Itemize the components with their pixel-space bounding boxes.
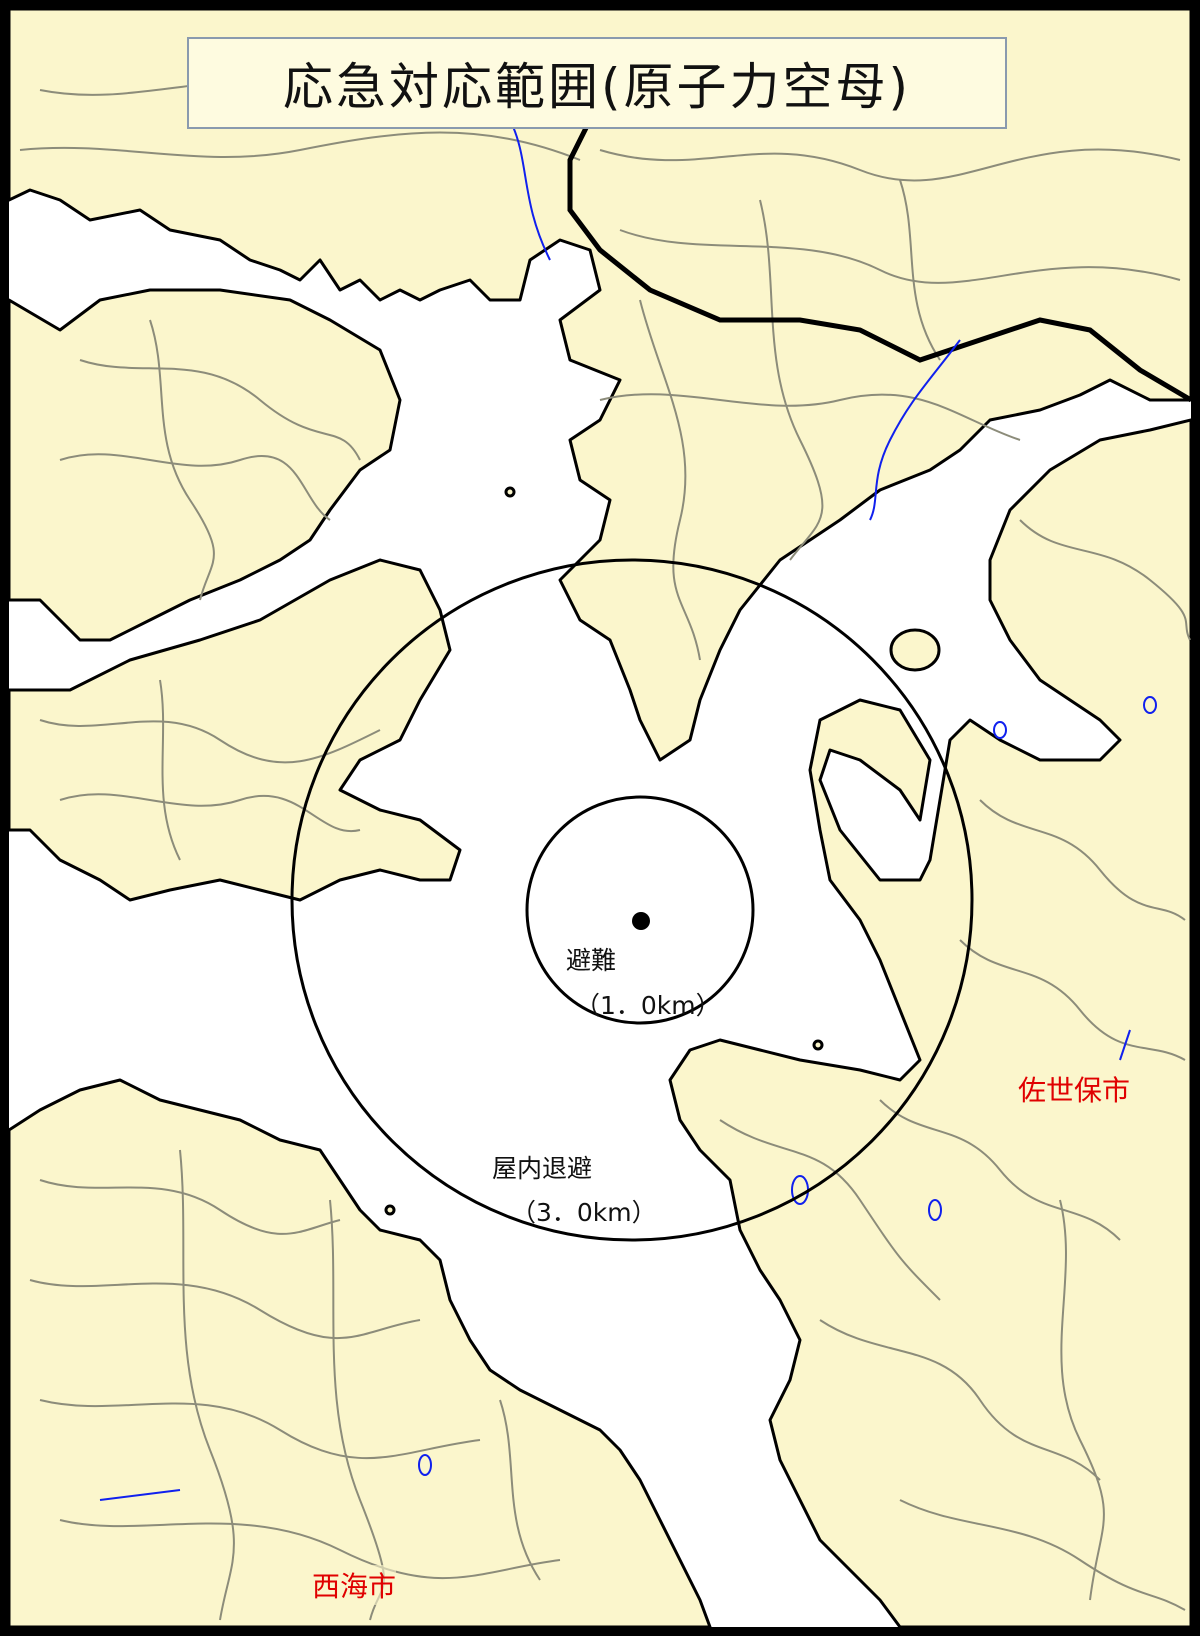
carrier-position-marker	[632, 912, 650, 930]
railway-line	[567, 39, 1191, 403]
islet-center	[504, 486, 516, 498]
land-north	[9, 9, 1191, 762]
islet-bay	[812, 1039, 824, 1051]
city-label-saikai: 西海市	[312, 1565, 397, 1605]
land-west	[9, 558, 462, 902]
map-title: 応急対応範囲(原子力空母)	[282, 58, 911, 116]
map-canvas	[9, 9, 1191, 1627]
inner-zone-circle	[525, 795, 755, 1025]
road-network	[19, 79, 1191, 1621]
outer-zone-name: 屋内退避	[492, 1154, 593, 1183]
outer-zone-radius: （3．0km）	[511, 1198, 657, 1227]
land-southwest	[9, 1078, 712, 1627]
islet-south	[384, 1204, 396, 1216]
inner-zone-name: 避難	[566, 946, 617, 975]
inner-zone-radius: （1．0km）	[575, 991, 721, 1020]
outer-zone-circle	[290, 558, 974, 1242]
city-label-sasebo: 佐世保市	[1018, 1069, 1131, 1109]
land-east	[668, 418, 1191, 1627]
map-title-box: 応急対応範囲(原子力空母)	[187, 37, 1007, 129]
island-east	[889, 628, 941, 672]
river-network	[99, 119, 1157, 1501]
